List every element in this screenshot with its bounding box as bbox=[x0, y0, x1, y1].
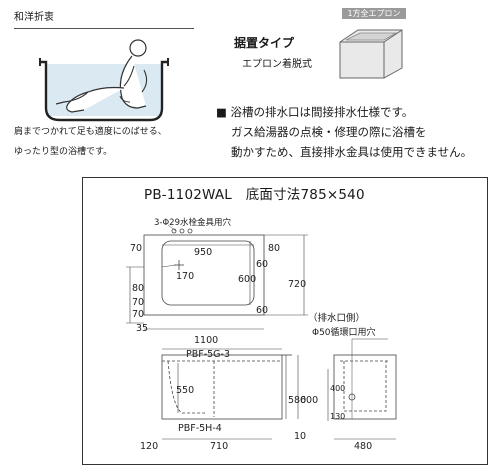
apron-bathtub-icon bbox=[339, 29, 403, 79]
circulation-hole-label: Φ50循環口用穴 bbox=[312, 326, 376, 338]
dim-70-left-2: 70 bbox=[132, 309, 144, 320]
type-subtitle: エプロン着脱式 bbox=[242, 59, 312, 70]
dimension-drawing: 3-Φ29水栓金具用穴 70 950 80 170 600 720 60 60 … bbox=[126, 217, 397, 452]
dim-60-bottom: 60 bbox=[256, 305, 268, 316]
dim-480: 480 bbox=[354, 441, 372, 452]
note-text-1: 浴槽の排水口は間接排水仕様です。 bbox=[230, 105, 414, 119]
drain-side-label: （排水口側） bbox=[308, 312, 365, 324]
drawing-frame bbox=[82, 177, 488, 465]
caption-line-2: ゆったり型の浴槽です。 bbox=[14, 147, 113, 157]
tub-side-elevation bbox=[333, 354, 397, 420]
type-title: 据置タイプ bbox=[234, 36, 295, 50]
dim-60-top: 60 bbox=[256, 259, 268, 270]
dim-580: 580 bbox=[288, 395, 306, 406]
caption-line-1: 肩までつかれて足も適度にのばせる、 bbox=[14, 127, 167, 137]
dim-130: 130 bbox=[330, 412, 345, 421]
dim-720: 720 bbox=[288, 279, 306, 290]
section-title: 和洋折衷 bbox=[14, 12, 54, 23]
bullet-square: ■ bbox=[216, 105, 227, 119]
dim-950: 950 bbox=[194, 247, 212, 258]
pbf-bottom-label: PBF-5H-4 bbox=[178, 423, 222, 434]
dim-10: 10 bbox=[294, 431, 306, 442]
dim-70-top: 70 bbox=[130, 243, 142, 254]
dim-70-left-1: 70 bbox=[132, 297, 144, 308]
note-line-2: ガス給湯器の点検・修理の際に浴槽を bbox=[231, 125, 427, 139]
dim-170: 170 bbox=[176, 271, 194, 282]
dim-600-inner: 600 bbox=[238, 274, 256, 285]
dim-80-left: 80 bbox=[132, 283, 144, 294]
note-line-3: 動かすため、直接排水金具は使用できません。 bbox=[231, 145, 473, 159]
title-divider bbox=[14, 28, 194, 29]
pbf-top-label: PBF-5G-3 bbox=[186, 349, 230, 360]
dim-550: 550 bbox=[176, 385, 194, 396]
dim-35: 35 bbox=[136, 323, 148, 334]
tub-front-elevation bbox=[161, 354, 283, 420]
dim-400: 400 bbox=[330, 384, 345, 393]
faucet-hole bbox=[179, 228, 185, 234]
bathtub-person-illustration bbox=[39, 39, 169, 122]
tub-plan-inner bbox=[161, 240, 255, 306]
faucet-hole bbox=[187, 228, 193, 234]
dim-80: 80 bbox=[268, 243, 280, 254]
model-title: PB-1102WAL 底面寸法785×540 bbox=[144, 187, 365, 203]
dim-710: 710 bbox=[210, 441, 228, 452]
dim-120: 120 bbox=[140, 441, 158, 452]
dim-600-side: 600 bbox=[300, 395, 318, 406]
tub-plan-outer bbox=[143, 234, 265, 316]
faucet-hole-label: 3-Φ29水栓金具用穴 bbox=[154, 217, 231, 228]
apron-type-badge: 1方全エプロン bbox=[342, 8, 406, 19]
note-line-1: ■ 浴槽の排水口は間接排水仕様です。 bbox=[216, 102, 472, 122]
drain-notes: ■ 浴槽の排水口は間接排水仕様です。 ガス給湯器の点検・修理の際に浴槽を 動かす… bbox=[216, 102, 472, 162]
illustration-caption: 肩までつかれて足も適度にのばせる、 ゆったり型の浴槽です。 bbox=[14, 122, 167, 162]
dim-1100: 1100 bbox=[194, 335, 218, 346]
